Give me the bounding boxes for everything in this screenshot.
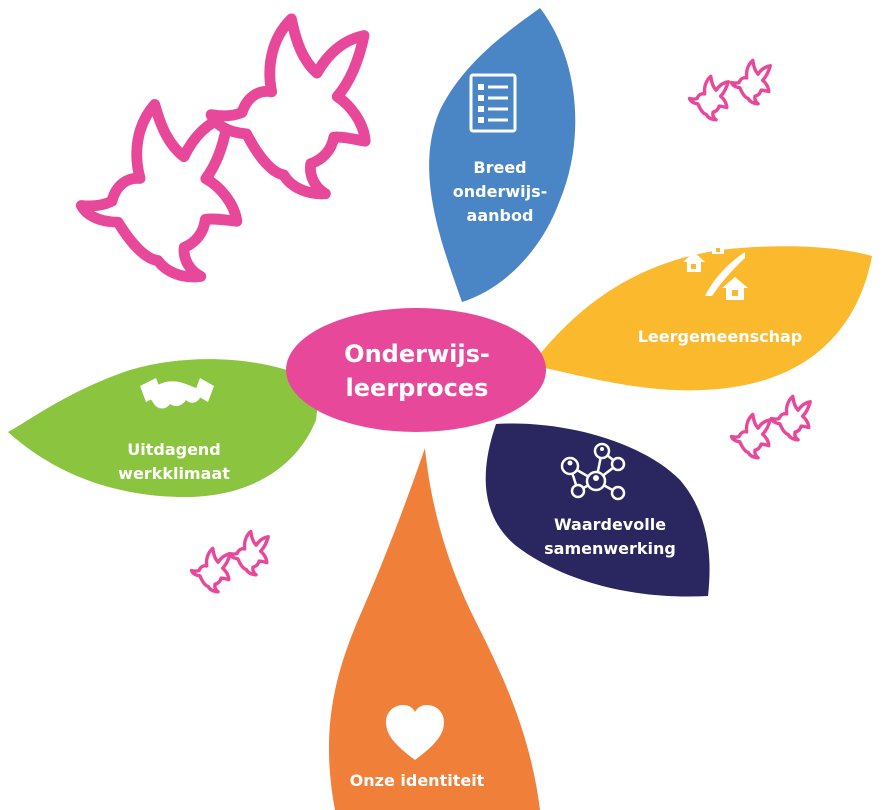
network-people-icon [560,442,626,501]
petal-waardevolle-samenwerking: Waardevolle samenwerking [485,423,710,597]
heart-icon [386,705,444,760]
petal-label-line: Breed [473,158,526,177]
dove-pair-mid-right-icon [729,394,812,460]
petal-shape-orange [328,448,540,810]
petal-uitdagend-werkklimaat: Uitdagend werkklimaat [8,359,320,498]
list-document-icon [469,73,517,133]
petal-leergemeenschap: Leergemeenschap [540,238,872,391]
houses-road-icon [683,238,748,300]
dove-pair-top-right-icon [687,58,772,122]
center-label-line2: leerproces [346,374,489,402]
petal-onze-identiteit: Onze identiteit [328,448,540,810]
petal-label-line: aanbod [467,206,534,225]
handshake-icon [140,378,214,409]
petal-label-line: Uitdagend [127,440,221,459]
petal-label-line: werkklimaat [118,464,230,483]
dove-large-right-icon [205,14,375,201]
petal-shape-blue [429,8,576,302]
petal-shape-green [8,359,320,498]
petal-label-line: Leergemeenschap [638,327,803,346]
petal-label-line: Waardevolle [554,515,666,534]
petal-breed-onderwijsaanbod: Breed onderwijs- aanbod [429,8,576,302]
petal-shape-yellow [540,246,872,391]
petal-label-line: samenwerking [544,539,676,558]
dove-pair-bottom-left-icon [189,529,270,594]
center-label-line1: Onderwijs- [344,340,490,368]
petal-label-line: onderwijs- [453,182,548,201]
center-node-onderwijs-leerproces: Onderwijs- leerproces [286,308,546,432]
petal-label-line: Onze identiteit [350,771,485,790]
center-ellipse [286,308,546,432]
petal-shape-navy [485,423,710,597]
